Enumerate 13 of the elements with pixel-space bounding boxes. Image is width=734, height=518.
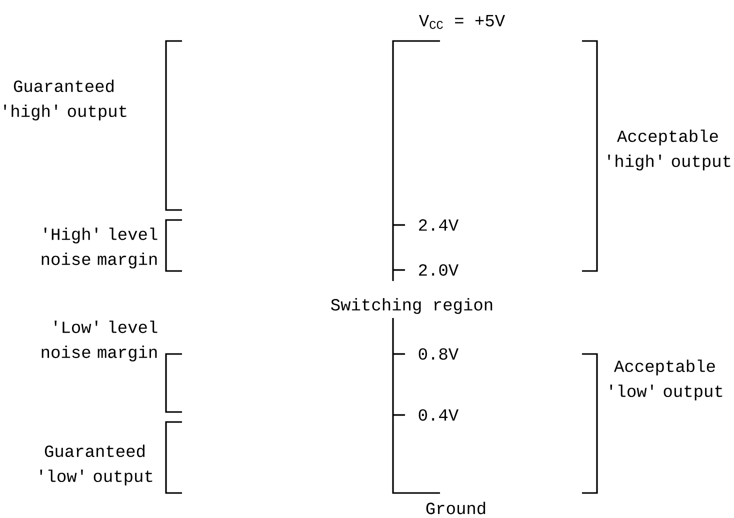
supply-label: V$_{CC}$ = +5V xyxy=(418,15,505,29)
voltage-label: 0.8V xyxy=(418,348,459,360)
range-label: Guaranteed 'high' output xyxy=(4,80,126,120)
voltage-label: 2.0V xyxy=(419,264,459,276)
ground-label: Ground xyxy=(426,502,486,514)
voltage-label: 2.4V xyxy=(419,219,459,231)
voltage-label: 0.4V xyxy=(418,409,459,421)
range-label: 'High' level noise margin xyxy=(42,228,158,268)
range-label: Guaranteed 'low' output xyxy=(40,444,152,486)
range-label: Acceptable 'low' output xyxy=(610,360,722,400)
region-label: Switching region xyxy=(331,298,492,314)
range-label: Acceptable 'high' output xyxy=(608,130,730,170)
range-label: 'Low' level noise margin xyxy=(42,320,158,362)
